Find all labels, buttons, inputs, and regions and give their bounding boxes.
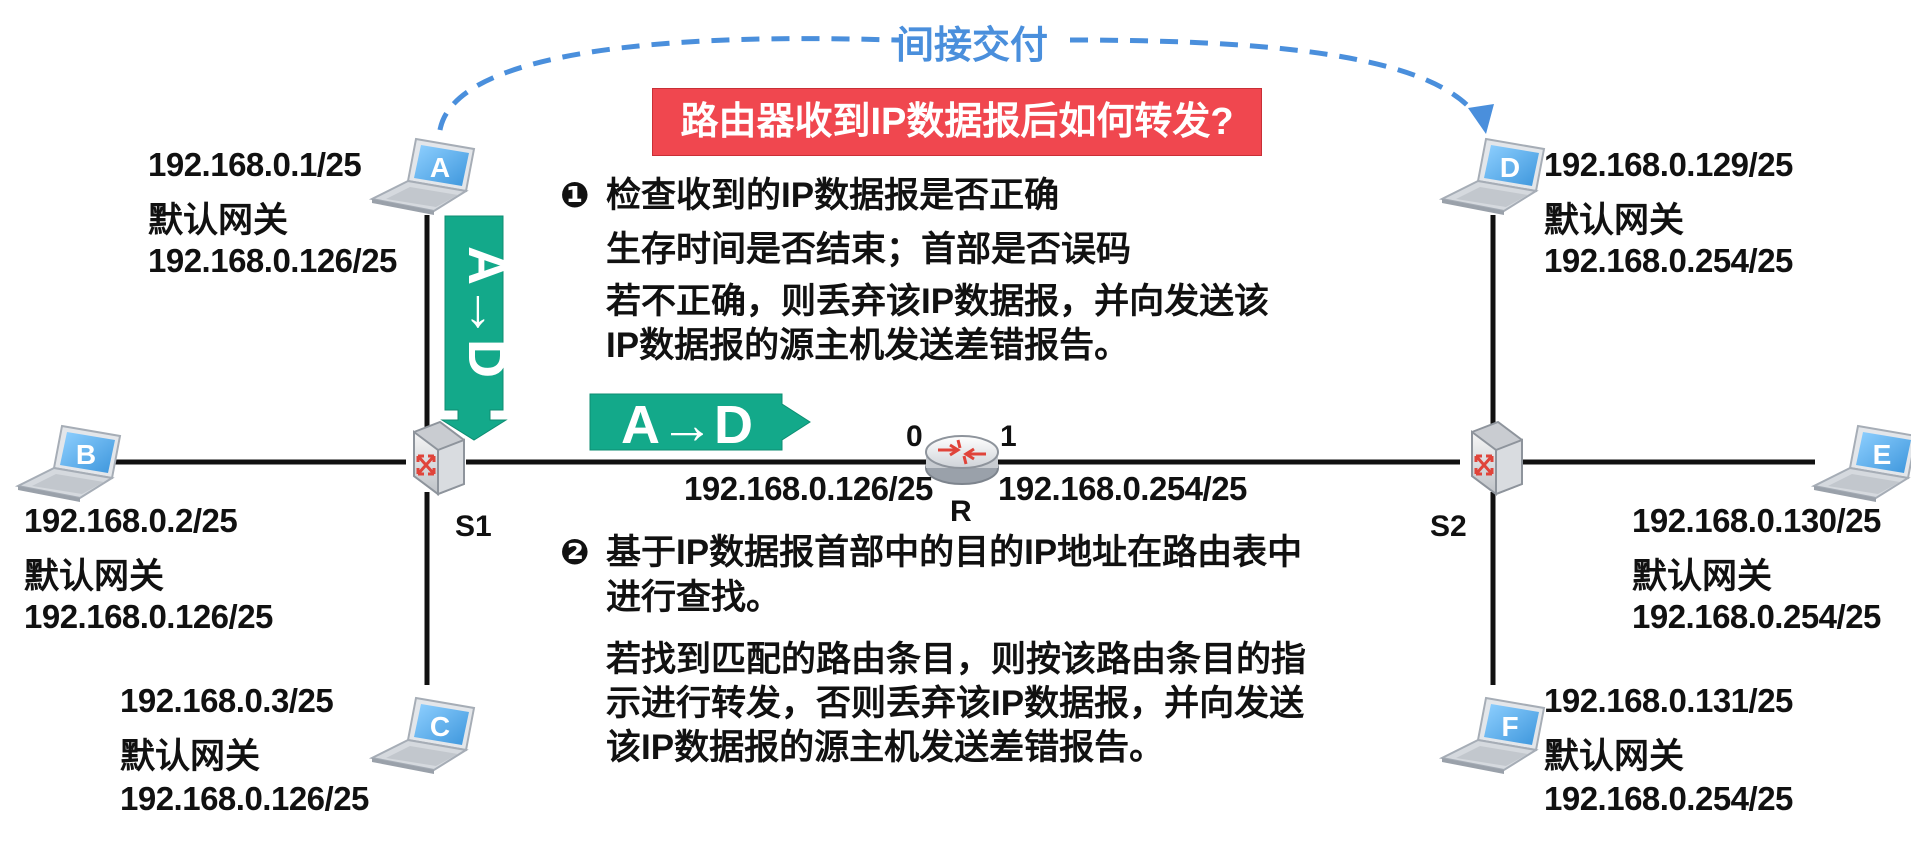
host-e-letter: E (1873, 439, 1892, 470)
host-c-gateway-ip: 192.168.0.126/25 (120, 780, 369, 817)
host-e-gateway-ip: 192.168.0.254/25 (1632, 598, 1881, 635)
switch-s1-icon (412, 420, 466, 496)
step-2-line-1: 若找到匹配的路由条目，则按该路由条目的指 (606, 640, 1307, 679)
network-devices: A B C D E F (17, 138, 1911, 775)
step-2-line-3: 该IP数据报的源主机发送差错报告。 (606, 728, 1165, 767)
laptop-d-icon: D (1441, 138, 1545, 216)
host-d-gateway-ip: 192.168.0.254/25 (1544, 242, 1793, 279)
vertical-flow-label: A→D (457, 246, 517, 378)
host-f-letter: F (1501, 711, 1518, 742)
indirect-delivery-arrowhead (1468, 104, 1494, 134)
host-e-gateway-label: 默认网关 (1632, 557, 1773, 596)
host-b-gateway-label: 默认网关 (24, 557, 165, 596)
host-b-ip: 192.168.0.2/25 (24, 502, 238, 539)
laptop-a-icon: A (371, 138, 475, 216)
laptop-b-icon: B (17, 425, 121, 503)
title-banner: 路由器收到IP数据报后如何转发? (652, 88, 1262, 156)
indirect-delivery-arc-right (1069, 37, 1483, 122)
router-port-0: 0 (906, 420, 923, 453)
step-1-line-2: 若不正确，则丢弃该IP数据报，并向发送该 (606, 282, 1270, 321)
router-label: R (950, 495, 972, 528)
laptop-c-icon: C (371, 697, 475, 775)
host-f-gateway-ip: 192.168.0.254/25 (1544, 780, 1793, 817)
host-f-ip: 192.168.0.131/25 (1544, 682, 1793, 719)
host-c-letter: C (430, 711, 450, 742)
router-port-0-ip: 192.168.0.126/25 (684, 470, 933, 507)
host-e-ip: 192.168.0.130/25 (1632, 502, 1881, 539)
host-b-gateway-ip: 192.168.0.126/25 (24, 598, 273, 635)
host-a-letter: A (430, 152, 450, 183)
horizontal-flow-label: A→D (621, 395, 753, 455)
router-arrows-icon (938, 439, 986, 465)
indirect-delivery-arc-left (437, 36, 901, 131)
switch-s2-icon (1470, 420, 1524, 496)
step-1-heading: 检查收到的IP数据报是否正确 (606, 176, 1060, 215)
host-c-gateway-label: 默认网关 (120, 737, 261, 776)
host-a-gateway-label: 默认网关 (148, 201, 289, 240)
step-2-heading-cont: 进行查找。 (606, 578, 782, 617)
host-a-gateway-ip: 192.168.0.126/25 (148, 242, 397, 279)
switch-s1-label: S1 (455, 510, 492, 543)
step-2-bullet: ❷ (560, 533, 590, 572)
step-2-heading: 基于IP数据报首部中的目的IP地址在路由表中 (606, 533, 1303, 572)
diagram-title: 路由器收到IP数据报后如何转发? (680, 101, 1234, 143)
host-c-ip: 192.168.0.3/25 (120, 682, 334, 719)
indirect-delivery-label: 间接交付 (896, 25, 1049, 67)
laptop-f-icon: F (1441, 697, 1545, 775)
host-d-gateway-label: 默认网关 (1544, 201, 1685, 240)
vertical-flow-arrow (440, 215, 508, 441)
host-f-gateway-label: 默认网关 (1544, 737, 1685, 776)
flow-arrows (437, 36, 1494, 451)
step-2-line-2: 示进行转发，否则丢弃该IP数据报，并向发送 (606, 684, 1305, 723)
laptop-e-icon: E (1813, 425, 1911, 503)
router-icon (925, 435, 999, 485)
step-1-line-3: IP数据报的源主机发送差错报告。 (606, 326, 1130, 365)
horizontal-flow-arrow (589, 393, 811, 451)
router-port-1: 1 (1000, 420, 1017, 453)
host-a-ip: 192.168.0.1/25 (148, 146, 362, 183)
host-b-letter: B (76, 439, 96, 470)
host-d-ip: 192.168.0.129/25 (1544, 146, 1793, 183)
network-links (90, 215, 1815, 685)
host-d-letter: D (1500, 152, 1520, 183)
switch-s2-label: S2 (1430, 510, 1467, 543)
step-1-bullet: ❶ (560, 176, 590, 215)
router-port-1-ip: 192.168.0.254/25 (998, 470, 1247, 507)
step-1-line-1: 生存时间是否结束；首部是否误码 (606, 230, 1132, 269)
